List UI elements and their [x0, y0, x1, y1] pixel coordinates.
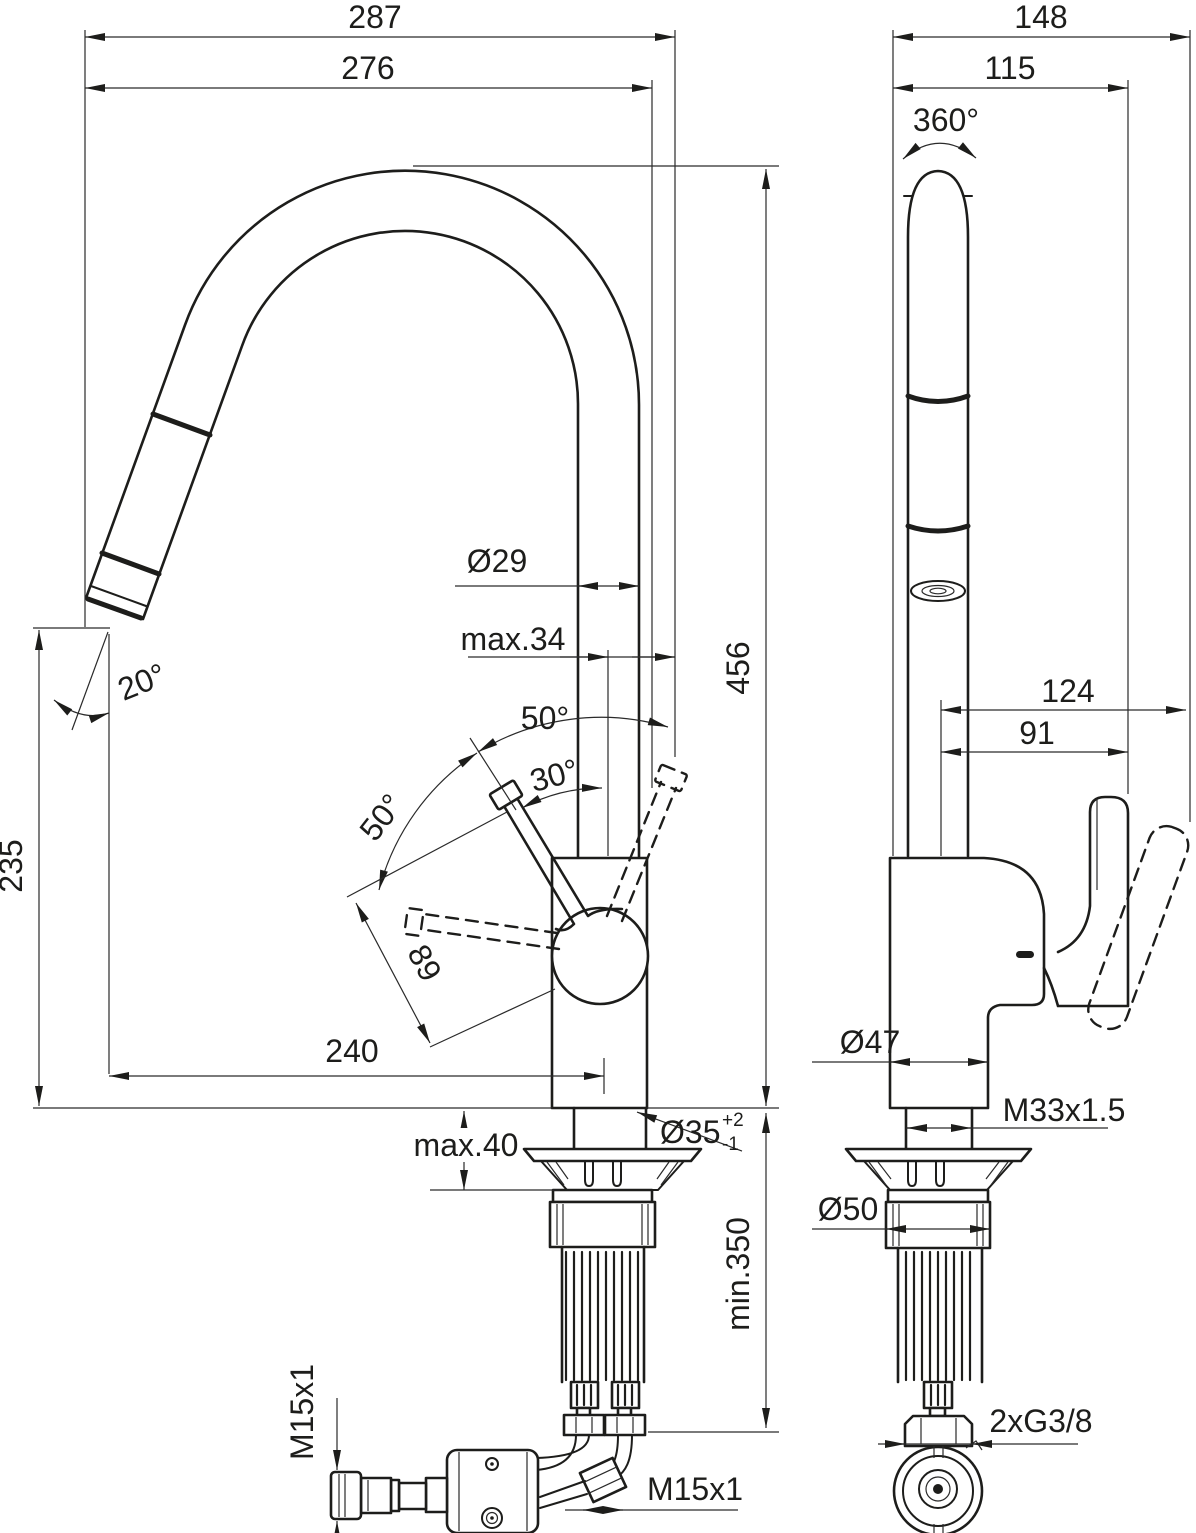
escutcheon-side: [522, 1147, 703, 1163]
handle-lever-down-tip: [403, 907, 425, 937]
mounting-ribs-front: [907, 1161, 945, 1188]
handle-lever-raised-dashed: [605, 780, 678, 923]
check-valve-caps: [458, 1452, 528, 1531]
dim-swivel-label: 360°: [913, 102, 979, 138]
spray-tip-edge: [90, 585, 147, 607]
dim-deck-thickness-label: max.40: [414, 1127, 519, 1163]
dim-overall-width-label: 287: [348, 0, 401, 35]
connector-tip: [329, 1470, 363, 1521]
dim-offset-label: 115: [984, 50, 1035, 86]
dim-handle-length-line: [355, 902, 431, 1044]
dim-clearance-below-label: min.350: [720, 1217, 756, 1331]
aerator-inner: [929, 587, 947, 595]
dim-hole-tol-plus: +2: [722, 1110, 744, 1131]
ribbed-nut-side: [564, 1250, 640, 1382]
side-view: [84, 169, 703, 1533]
ribbed-nut-walls-side: [560, 1245, 646, 1384]
handle-front-rotated-dashed: [1087, 824, 1190, 1031]
mounting-ribs-side: [584, 1161, 622, 1188]
valve-screw-top: [485, 1457, 499, 1471]
dim-swing-side-label: 50°: [352, 787, 410, 847]
aerator-mid: [921, 584, 955, 598]
spray-joint-lower-front: [905, 523, 971, 534]
lock-ring-top-front: [886, 1188, 990, 1204]
spray-tip: [85, 596, 144, 621]
escutcheon-front: [844, 1147, 1033, 1163]
dim-reach-closed-label: 91: [1019, 715, 1055, 751]
spout-outline: [84, 169, 641, 860]
dim-hose-thread-side-label: M15x1: [284, 1364, 320, 1460]
dim-hose-thread-bottom-label: M15x1: [647, 1471, 743, 1507]
dim-hole-tol-minus: -1: [722, 1134, 739, 1155]
handle-lever: [502, 796, 624, 932]
aerator-outer: [910, 580, 966, 602]
dim-hole-leader: [636, 1111, 743, 1152]
hose-to-valve: [539, 1480, 588, 1509]
dim-outlet-reach-label: 240: [325, 1033, 378, 1069]
connector-sleeve: [397, 1481, 428, 1511]
dim-open-angle-label: 30°: [526, 752, 582, 799]
hose-nut-left: [562, 1413, 606, 1437]
hose-nut-left-facets: [575, 1417, 593, 1433]
hose-nut-right: [603, 1413, 647, 1437]
dim-tube-dia-label: Ø29: [467, 543, 527, 579]
dim-supply-label: 2xG3/8: [989, 1403, 1092, 1439]
ribbed-nut-front: [904, 1250, 972, 1382]
dim-outlet-height-label: 235: [0, 839, 29, 892]
hose-stub-left-ribs: [575, 1383, 593, 1407]
faucet-body-front: [888, 856, 1046, 1110]
front-view: [844, 169, 1190, 1533]
handle-ball-joint: [550, 906, 650, 1006]
ribbed-nut-walls-front: [896, 1246, 984, 1384]
dim-height-label: 456: [720, 641, 756, 694]
dim-swing-side-arc: [378, 752, 478, 891]
hose-nut-right-facets: [616, 1417, 634, 1433]
connector-body: [359, 1476, 393, 1515]
dim-body-dia-label: Ø47: [840, 1024, 900, 1060]
spray-joint-upper: [150, 411, 213, 438]
dim-reach-open-label: 124: [1041, 673, 1094, 709]
valve-screw-bottom: [481, 1507, 503, 1529]
handle-front: [1042, 795, 1130, 1008]
supply-nut: [903, 1414, 974, 1448]
dim-clearance-label: max.34: [461, 621, 566, 657]
dim-swivel-arc: [902, 142, 977, 160]
spray-joint-lower: [99, 550, 162, 577]
dim-escutcheon-dia-label: Ø50: [818, 1191, 878, 1227]
handle-lever-raised-tip: [654, 763, 688, 793]
dim-swing-upper-arc: [477, 716, 669, 753]
dim-spout-width-label: 276: [341, 50, 394, 86]
lock-ring-detail: [556, 1204, 649, 1245]
coiled-hose-inner: [902, 1455, 974, 1527]
handle-lever-down-dashed: [422, 912, 561, 951]
lock-ring-side: [548, 1200, 657, 1249]
mounting-gussets-side: [546, 1161, 679, 1186]
spray-joint-upper-front: [905, 393, 971, 404]
side-view-dimensions: 287 276 456 235 240 20° Ø29 max.34 50° 3…: [0, 0, 779, 1533]
lock-ring-top-side: [551, 1188, 654, 1204]
hose-stub-right-ribs: [616, 1383, 634, 1407]
dim-spray-angle-label: 20°: [113, 656, 171, 708]
dim-swing-upper-label: 50°: [521, 700, 569, 736]
coil-split-lines: [933, 1446, 944, 1533]
hose-left: [535, 1434, 590, 1471]
spout-front: [906, 169, 970, 858]
dim-depth-label: 148: [1014, 0, 1067, 35]
dim-shank-thread-label: M33x1.5: [1003, 1092, 1126, 1128]
shank-side: [572, 1106, 648, 1151]
body-indicator-slot: [1016, 951, 1034, 958]
mounting-gussets-front: [868, 1161, 1009, 1186]
coil-center-dot: [933, 1484, 943, 1494]
dim-handle-length-label: 89: [400, 939, 448, 987]
lock-ring-front: [884, 1200, 992, 1250]
hose-fitting: [578, 1456, 628, 1504]
dim-spray-angle-arc: [53, 699, 110, 724]
front-view-dimensions: 148 115 360° 124 91 Ø47 M33x1.5 Ø50 2xG3…: [812, 0, 1191, 1448]
dim-hole-dia-label: Ø35: [660, 1114, 720, 1150]
coil-center-outer: [918, 1469, 958, 1509]
dim-open-angle-arc: [521, 783, 603, 809]
connector-collar: [424, 1476, 449, 1514]
handle-construction-lines: [346, 737, 556, 1048]
